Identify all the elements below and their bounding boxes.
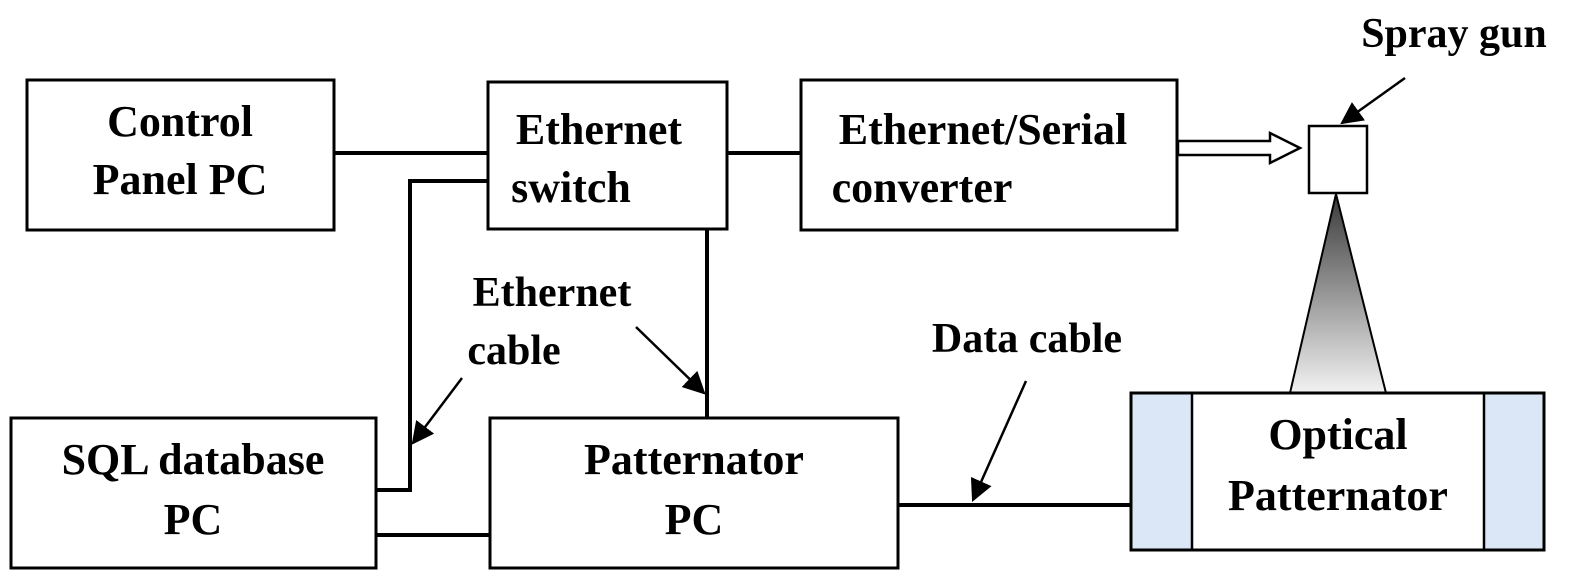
ethernet-cable-label-line1: Ethernet <box>473 270 632 316</box>
optical-patternator-line2: Patternator <box>1228 471 1448 520</box>
optical-patternator-left-panel <box>1132 394 1192 549</box>
pointer-arrows <box>411 76 1406 503</box>
optical-patternator-line1: Optical <box>1268 410 1407 459</box>
optical-patternator-right-panel <box>1484 394 1543 549</box>
patternator-cable-pointer <box>635 326 706 395</box>
ethernet-cable-label-line2: cable <box>467 328 560 374</box>
patternator-pc-line1: Patternator <box>584 435 804 484</box>
box-sql-database-pc: SQL database PC <box>9 416 378 570</box>
control-panel-pc-line1: Control <box>107 97 253 146</box>
spray-gun-label: Spray gun <box>1361 11 1547 57</box>
cable-sql-to-switch <box>376 179 488 492</box>
box-ethernet-switch: Ethernet switch <box>486 80 729 231</box>
converter-line1: Ethernet/Serial <box>839 105 1127 154</box>
ethernet-cable-pointer <box>411 377 463 445</box>
connection-lines <box>334 151 1131 537</box>
control-panel-pc-line2: Panel PC <box>93 155 268 204</box>
signal-arrow <box>1176 130 1303 166</box>
box-control-panel-pc: Control Panel PC <box>25 78 336 232</box>
spray-gun-pointer <box>1340 76 1406 125</box>
ethernet-switch-line1: Ethernet <box>516 105 683 154</box>
patternator-pc-line2: PC <box>665 495 724 544</box>
box-patternator-pc: Patternator PC <box>488 416 900 570</box>
sql-database-pc-line2: PC <box>164 495 223 544</box>
spray-cone <box>1288 193 1388 394</box>
spray-gun-icon <box>1307 124 1369 195</box>
data-cable-label: Data cable <box>932 316 1122 362</box>
ethernet-switch-line2: switch <box>511 163 631 212</box>
box-optical-patternator: Optical Patternator <box>1129 391 1546 552</box>
data-cable-pointer <box>970 380 1028 503</box>
sql-database-pc-line1: SQL database <box>62 435 325 484</box>
box-ethernet-serial-converter: Ethernet/Serial converter <box>799 78 1179 232</box>
converter-line2: converter <box>832 163 1013 212</box>
